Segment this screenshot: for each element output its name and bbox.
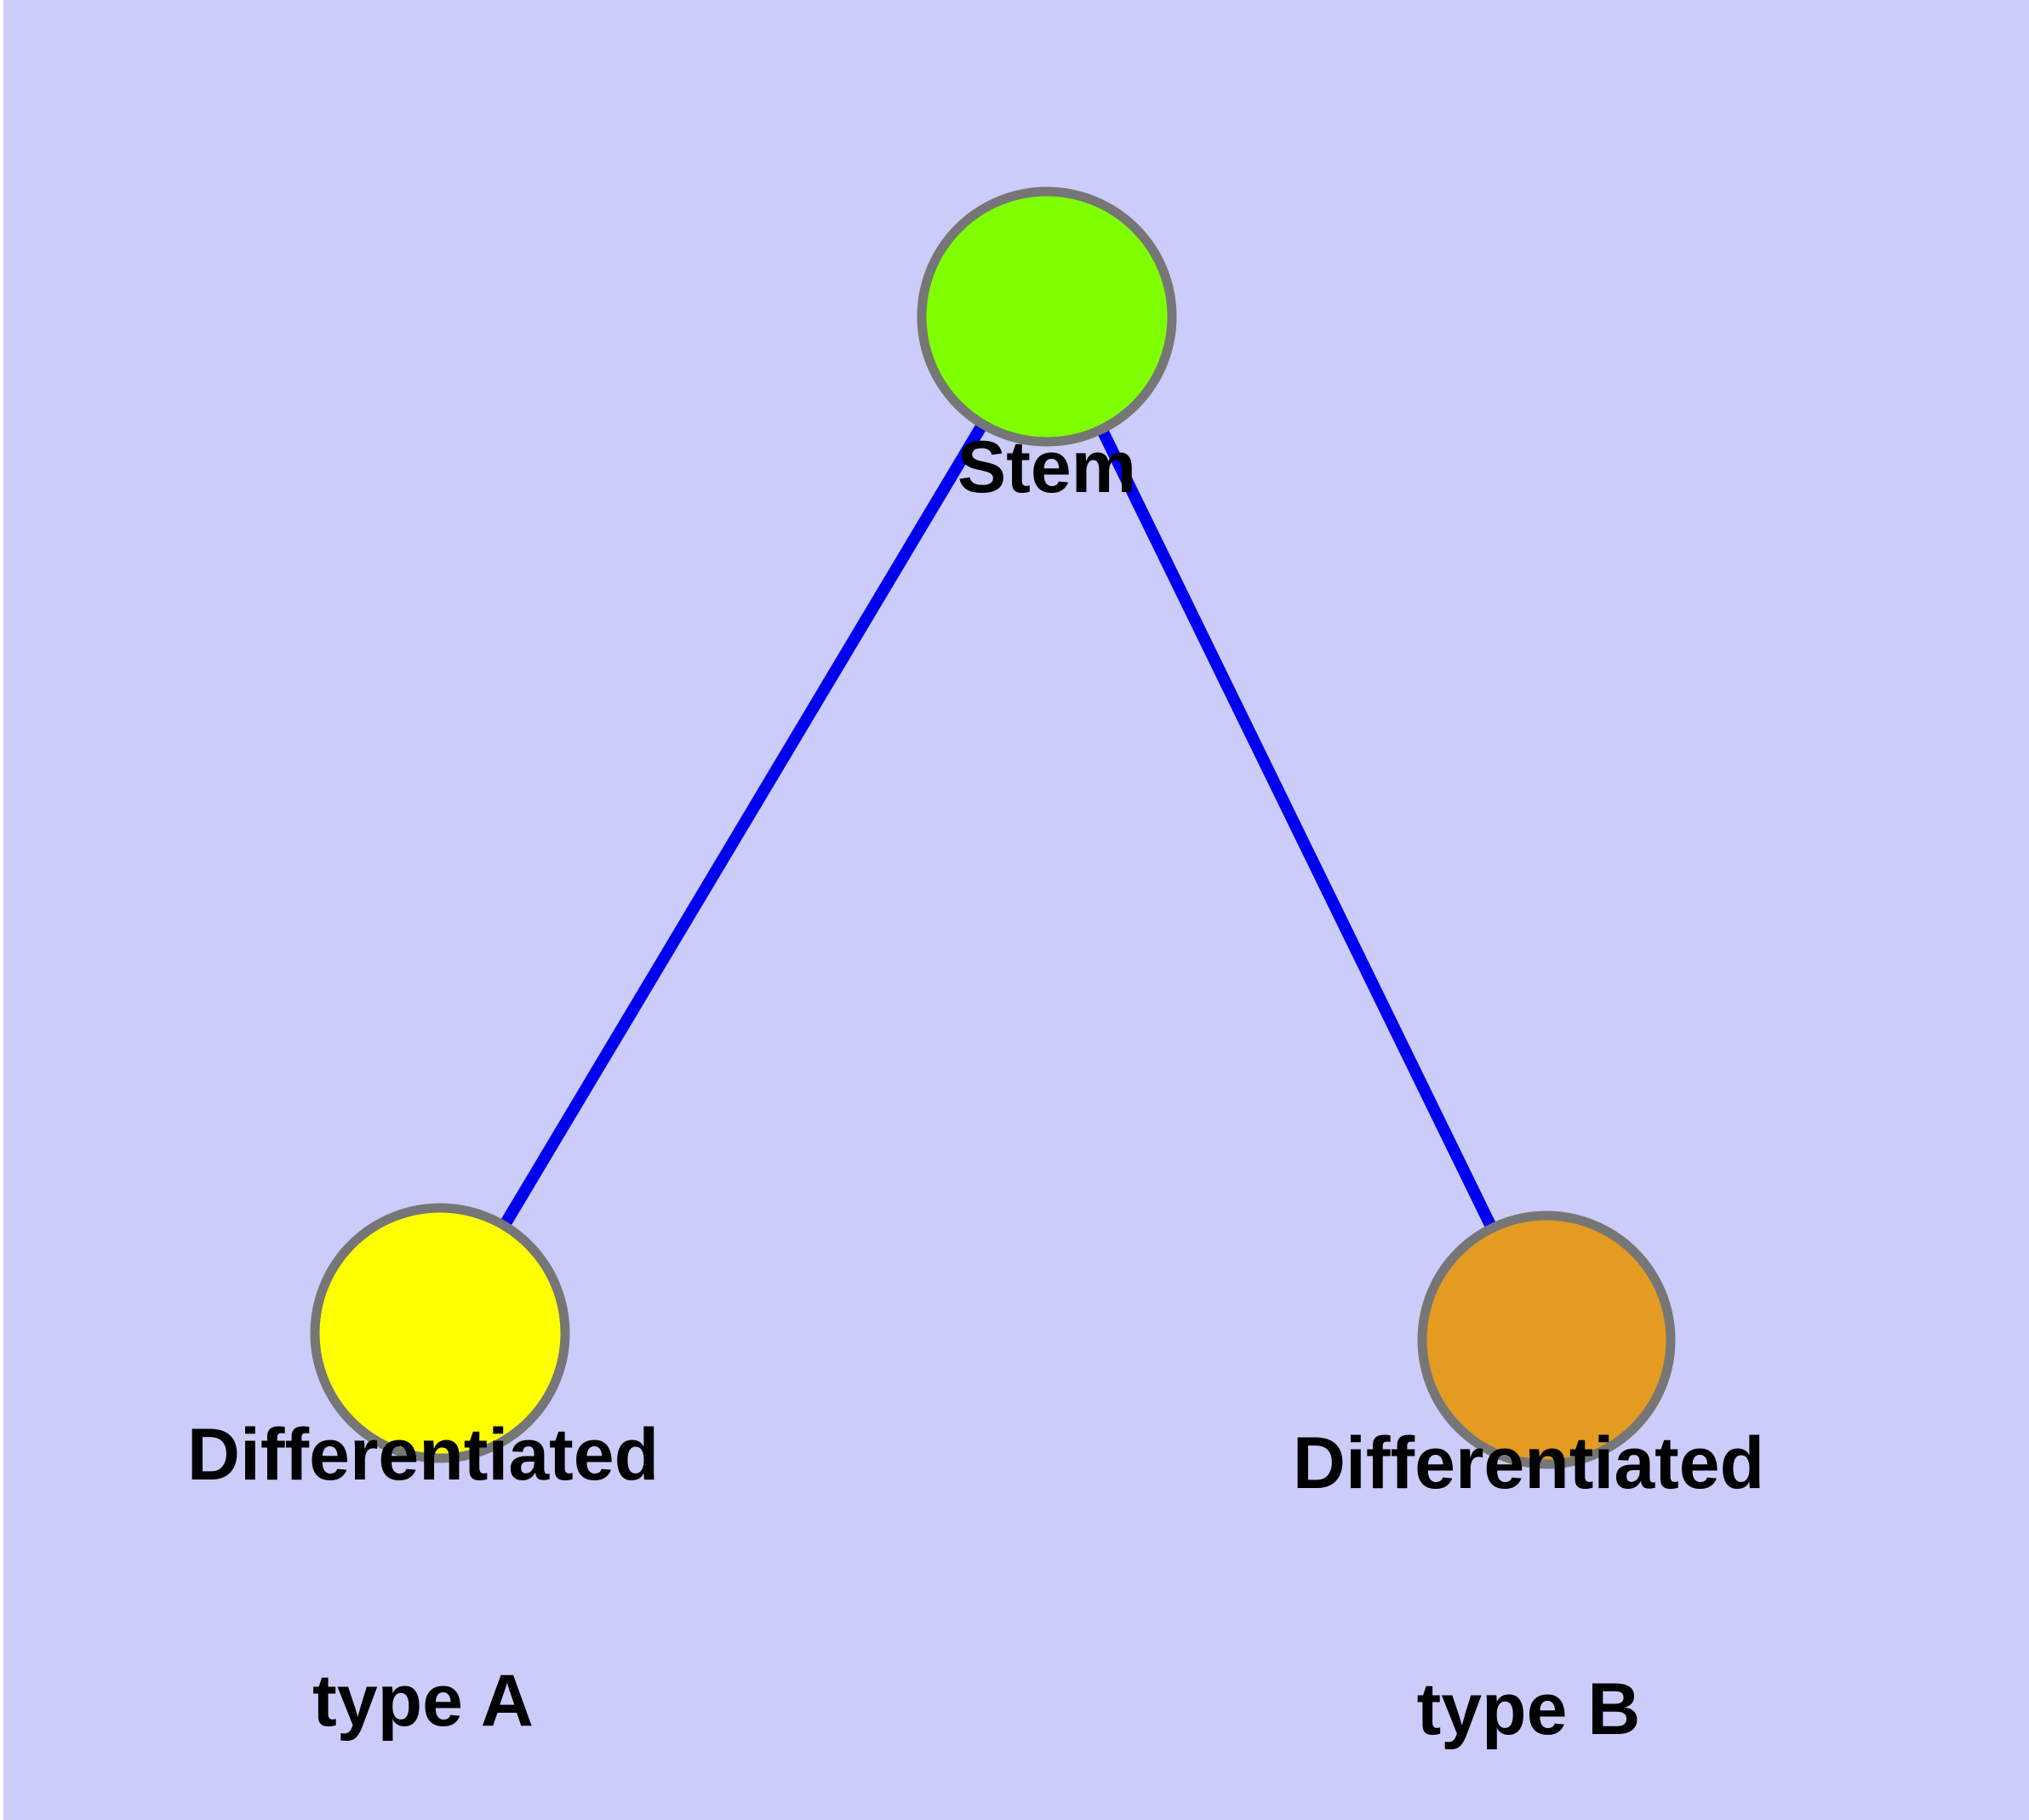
edge-stem-to-differentiated-type-a <box>434 313 1053 1336</box>
node-layer <box>310 186 1676 1469</box>
edge-layer <box>434 313 1552 1343</box>
edge-stem-to-differentiated-type-b <box>1041 313 1552 1343</box>
node-differentiated-type-b[interactable] <box>1417 1210 1676 1469</box>
node-stem[interactable] <box>917 186 1177 447</box>
node-differentiated-type-a[interactable] <box>310 1203 570 1463</box>
